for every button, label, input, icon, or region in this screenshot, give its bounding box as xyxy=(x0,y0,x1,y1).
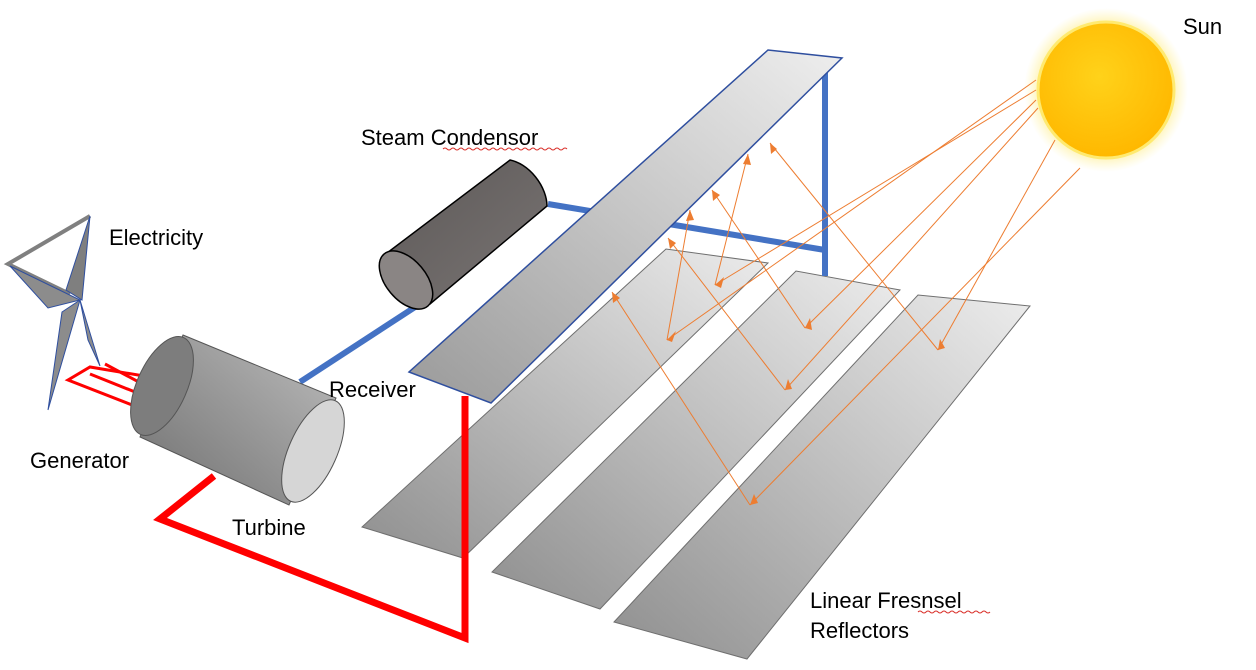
sun xyxy=(1024,8,1188,172)
hot-pipe-loop xyxy=(153,396,469,644)
turbine-front-cap xyxy=(281,399,345,503)
receiver-label: Receiver xyxy=(329,377,416,402)
light-ray xyxy=(666,79,1037,341)
light-ray xyxy=(937,139,1056,351)
ray-arrowheads xyxy=(612,143,945,505)
arrowhead xyxy=(805,318,812,330)
arrowhead xyxy=(668,238,676,249)
reflector-mirror-2 xyxy=(491,270,901,610)
arrowhead xyxy=(785,379,792,390)
arrowhead xyxy=(938,339,945,350)
reflected-ray xyxy=(711,189,806,329)
pylon-arm-mid xyxy=(47,298,81,411)
reflector-mirror-3 xyxy=(613,294,1031,660)
pylon-arm-top xyxy=(65,215,91,301)
condensor-body xyxy=(381,159,548,306)
turbine-back-cap xyxy=(130,336,194,436)
light-ray xyxy=(714,89,1037,286)
light-ray xyxy=(749,167,1081,506)
turbine xyxy=(130,334,345,506)
arrowhead xyxy=(612,292,620,303)
reflected-ray xyxy=(769,142,939,351)
reflectors-label-line2: Reflectors xyxy=(810,618,909,643)
arrowhead xyxy=(667,331,676,342)
sun-label: Sun xyxy=(1183,14,1222,39)
reflectors-label-line1: Linear Fresnsel xyxy=(810,588,962,613)
light-ray xyxy=(784,107,1039,391)
arrowhead xyxy=(715,277,724,288)
arrowhead xyxy=(750,494,758,505)
reflected-ray xyxy=(667,237,786,391)
sun-disk xyxy=(1036,20,1176,160)
spellcheck-underline-condensor xyxy=(442,147,568,151)
arrowhead xyxy=(686,210,694,221)
spellcheck-underline-fresnsel xyxy=(917,610,991,614)
arrowhead xyxy=(712,190,720,201)
generator-label: Generator xyxy=(30,448,129,473)
light-rays xyxy=(611,79,1081,506)
pylon-arm-left xyxy=(9,265,82,309)
turbine-label: Turbine xyxy=(232,515,306,540)
pylon-arm-right xyxy=(79,299,101,367)
electricity-label: Electricity xyxy=(109,225,203,250)
condensor-end-cap xyxy=(378,250,434,310)
steam-condensor-label: Steam Condensor xyxy=(361,125,538,150)
reflected-ray xyxy=(611,291,751,506)
arrowhead xyxy=(770,143,777,154)
steam-condensor xyxy=(378,159,548,310)
light-ray xyxy=(804,99,1037,329)
reflected-ray xyxy=(666,209,691,341)
electricity-pylon xyxy=(3,214,101,411)
receiver-tube xyxy=(407,49,844,404)
pylon-wire xyxy=(3,214,92,296)
arrowhead xyxy=(743,154,751,165)
cold-pipe-turbine-to-condensor xyxy=(298,293,434,385)
